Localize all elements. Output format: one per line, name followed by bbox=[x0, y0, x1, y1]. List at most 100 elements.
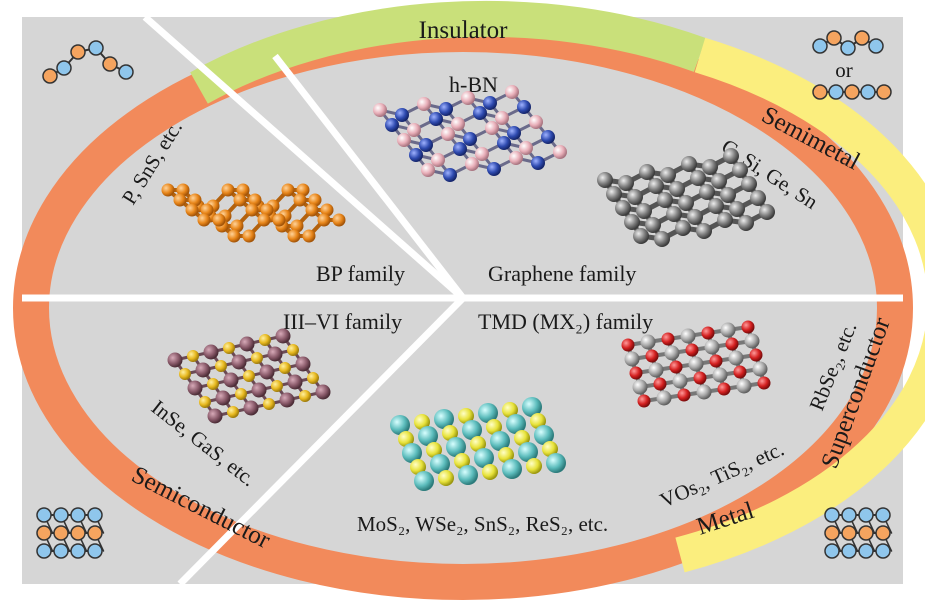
atom bbox=[203, 344, 219, 360]
atom bbox=[263, 398, 275, 410]
icon-atom bbox=[87, 525, 103, 541]
atom bbox=[235, 388, 247, 400]
atom bbox=[463, 132, 477, 146]
atom bbox=[615, 200, 631, 216]
family-dividers bbox=[22, 14, 903, 587]
atom bbox=[678, 195, 694, 211]
atom bbox=[257, 213, 271, 227]
atom bbox=[495, 111, 509, 125]
atom bbox=[233, 193, 247, 207]
atom bbox=[688, 356, 704, 372]
atom bbox=[507, 126, 521, 140]
atom bbox=[458, 408, 474, 424]
atom bbox=[441, 127, 455, 141]
atom bbox=[239, 336, 255, 352]
icon-atom bbox=[854, 30, 870, 46]
atom bbox=[669, 360, 683, 374]
inse-lattice-image bbox=[167, 328, 331, 424]
icon-atom bbox=[70, 507, 86, 523]
icon-atom bbox=[812, 38, 828, 54]
atom bbox=[498, 447, 514, 463]
atom bbox=[429, 112, 443, 126]
icon-atom bbox=[70, 44, 86, 60]
icon-atom bbox=[36, 507, 52, 523]
atom bbox=[296, 183, 310, 197]
atom bbox=[717, 382, 731, 396]
atom bbox=[606, 186, 622, 202]
atom bbox=[227, 406, 239, 418]
atom bbox=[702, 159, 718, 175]
atom bbox=[708, 198, 724, 214]
atom bbox=[187, 350, 199, 362]
atom bbox=[260, 203, 274, 217]
icon-atom bbox=[36, 525, 52, 541]
atom bbox=[712, 367, 728, 383]
atom bbox=[248, 193, 262, 207]
icon-atom bbox=[828, 84, 844, 100]
atom bbox=[373, 103, 387, 117]
atom bbox=[231, 354, 247, 370]
hbn-label: h-BN bbox=[449, 72, 498, 97]
atom bbox=[529, 115, 543, 129]
atom bbox=[624, 214, 640, 230]
atom bbox=[421, 163, 435, 177]
atom bbox=[656, 390, 672, 406]
atom bbox=[509, 151, 523, 165]
atom bbox=[645, 349, 659, 363]
atom bbox=[295, 356, 311, 372]
atom bbox=[398, 431, 414, 447]
atom bbox=[677, 388, 691, 402]
atom bbox=[390, 415, 410, 435]
atom bbox=[546, 453, 566, 473]
icon-atom bbox=[868, 38, 884, 54]
icon-atom bbox=[42, 68, 58, 84]
atom bbox=[271, 380, 283, 392]
icon-atom bbox=[840, 40, 856, 56]
atom bbox=[407, 123, 421, 137]
atom bbox=[541, 130, 555, 144]
atom bbox=[167, 352, 183, 368]
icon-atom bbox=[53, 543, 69, 559]
tmd-examples-label: MoS₂, WSe₂, SnS₂, ReS₂, etc. bbox=[357, 512, 608, 536]
atom bbox=[553, 145, 567, 159]
atom bbox=[624, 351, 640, 367]
icon-atom bbox=[875, 543, 891, 559]
atom bbox=[305, 203, 319, 217]
insulator-label: Insulator bbox=[419, 17, 509, 44]
atom bbox=[385, 118, 399, 132]
atom bbox=[693, 371, 707, 385]
atom bbox=[251, 382, 267, 398]
atom bbox=[470, 436, 486, 452]
atom bbox=[669, 181, 685, 197]
atom bbox=[409, 148, 423, 162]
atom bbox=[741, 320, 755, 334]
atom bbox=[729, 201, 745, 217]
atom bbox=[699, 184, 715, 200]
atom bbox=[187, 380, 203, 396]
icon-atom bbox=[53, 507, 69, 523]
atom bbox=[660, 167, 676, 183]
atom bbox=[176, 183, 190, 197]
layered-lattice-icon bbox=[36, 507, 105, 559]
hbn-lattice-image bbox=[373, 85, 567, 182]
icon-atom bbox=[876, 84, 892, 100]
atom bbox=[653, 377, 667, 391]
atom bbox=[680, 328, 696, 344]
icon-atom bbox=[118, 64, 134, 80]
atom bbox=[434, 409, 454, 429]
atom bbox=[750, 190, 766, 206]
atom bbox=[733, 365, 747, 379]
atom bbox=[519, 141, 533, 155]
atom bbox=[439, 102, 453, 116]
graphene-family-label: Graphene family bbox=[488, 261, 636, 286]
atom bbox=[259, 364, 275, 380]
atom bbox=[744, 333, 760, 349]
atom bbox=[720, 322, 736, 338]
atom bbox=[212, 213, 226, 227]
atom bbox=[627, 189, 643, 205]
atom bbox=[672, 373, 688, 389]
atom bbox=[621, 338, 635, 352]
atom bbox=[451, 117, 465, 131]
